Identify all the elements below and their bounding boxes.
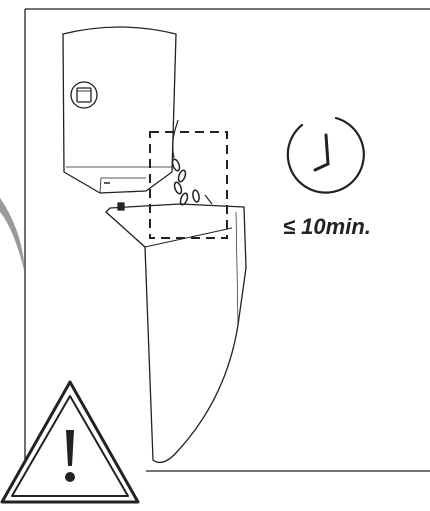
hanging-cover-panel (105, 202, 247, 464)
warning-exclamation-icon (0, 380, 140, 504)
detail-marker-dashed-box (149, 131, 228, 239)
wall-shadow-arc (0, 198, 24, 270)
water-heater-unit (62, 26, 177, 194)
time-limit-label: ≤ 10min. (283, 214, 371, 239)
clock-icon (286, 116, 365, 194)
frame-lines (24, 8, 430, 486)
safety-chain (171, 119, 213, 206)
control-knob-icon (70, 81, 98, 109)
